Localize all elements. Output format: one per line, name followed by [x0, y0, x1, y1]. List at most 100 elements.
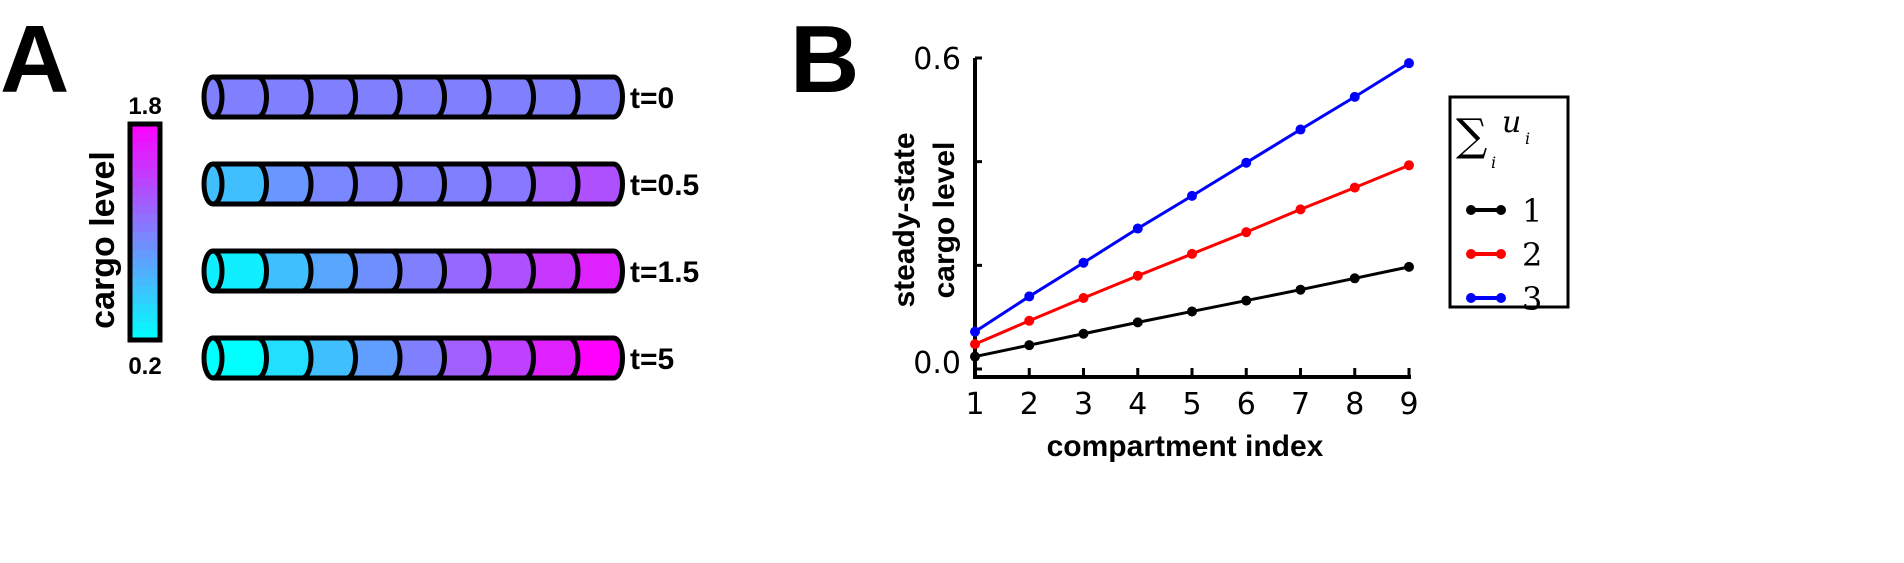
colorbar-frame: [127, 121, 163, 343]
colorbar-stripe: [130, 304, 160, 314]
compartment-segment: [299, 74, 358, 120]
legend-entry: 1: [1466, 192, 1542, 230]
y-axis-label-line1: steady-state: [888, 132, 921, 307]
data-point: [1024, 315, 1035, 326]
compartment-segment: [344, 74, 403, 120]
x-tick-label: 3: [1074, 387, 1093, 422]
data-point: [1187, 248, 1197, 259]
compartment-segment: [344, 248, 403, 294]
data-point: [1241, 157, 1252, 168]
legend: ∑ i u i 123: [1448, 95, 1570, 318]
time-label: t=0: [630, 82, 674, 115]
compartment-segment: [477, 248, 536, 294]
legend-title-sub: i: [1491, 153, 1496, 172]
colorbar-stripe: [130, 133, 160, 143]
y-axis-label-line2: cargo level: [928, 142, 961, 299]
data-point: [1187, 306, 1197, 317]
compartment-segment: [255, 74, 314, 120]
tube-end: [201, 161, 225, 207]
colorbar-title: cargo level: [84, 151, 122, 329]
compartment-segment: [566, 161, 625, 207]
data-point: [970, 351, 980, 362]
series-1: [970, 261, 1414, 362]
x-tick-label: 1: [965, 387, 984, 422]
legend-title-sum: ∑: [1456, 110, 1487, 161]
data-point: [1187, 190, 1197, 201]
data-point: [1241, 227, 1252, 238]
compartment-segment: [477, 161, 536, 207]
compartment-segment: [522, 248, 581, 294]
compartment-segment: [433, 335, 492, 381]
tube-row: t=0: [201, 74, 674, 120]
tube-end: [201, 248, 225, 294]
compartment-segment: [344, 335, 403, 381]
legend-marker: [1496, 293, 1506, 303]
compartment-segment: [522, 161, 581, 207]
time-label: t=1.5: [630, 256, 699, 289]
compartment-segment: [299, 335, 358, 381]
compartment-segment: [433, 161, 492, 207]
colorbar-stripe: [130, 124, 160, 134]
x-tick-label: 9: [1399, 387, 1418, 422]
colorbar-stripe: [130, 277, 160, 287]
panel-a-label: A: [0, 6, 69, 113]
compartment-segment: [477, 335, 536, 381]
compartment-segment: [299, 248, 358, 294]
data-point: [1078, 328, 1089, 339]
data-point: [1241, 295, 1252, 306]
data-point: [1024, 291, 1035, 302]
legend-title-var-sub: i: [1525, 129, 1530, 148]
legend-marker: [1466, 293, 1476, 303]
compartment-segment: [433, 74, 492, 120]
data-point: [1132, 223, 1143, 234]
legend-marker: [1466, 205, 1476, 215]
compartment-segment: [299, 161, 358, 207]
compartment-segment: [210, 335, 269, 381]
colorbar-stripe: [130, 313, 160, 323]
legend-box: [1448, 95, 1570, 309]
compartment-segment: [388, 74, 447, 120]
y-tick-label: 0.6: [913, 42, 961, 77]
colorbar-stripe: [130, 322, 160, 332]
data-point: [1132, 270, 1143, 281]
compartment-segment: [344, 161, 403, 207]
compartment-segment: [388, 335, 447, 381]
compartment-segment: [210, 248, 269, 294]
data-point: [970, 326, 980, 337]
tube-row: t=1.5: [201, 248, 699, 294]
colorbar-stripe: [130, 223, 160, 233]
compartment-segment: [210, 161, 269, 207]
colorbar-stripe: [130, 331, 160, 341]
x-axis-label: compartment index: [1047, 430, 1324, 463]
colorbar-stripe: [130, 268, 160, 278]
colorbar-stripe: [130, 214, 160, 224]
legend-label: 2: [1522, 236, 1542, 274]
data-point: [1024, 340, 1035, 351]
data-point: [1295, 124, 1306, 135]
data-point: [1404, 160, 1414, 171]
x-tick-label: 5: [1182, 387, 1201, 422]
colorbar-stripe: [130, 142, 160, 152]
colorbar-stripe: [130, 250, 160, 260]
colorbar-stripe: [130, 205, 160, 215]
legend-marker: [1496, 249, 1506, 259]
colorbar-stripe: [130, 295, 160, 305]
colorbar-stripe: [130, 259, 160, 269]
colorbar-stripe: [130, 160, 160, 170]
plot-series: [970, 58, 1414, 362]
data-point: [1295, 284, 1306, 295]
x-tick-label: 8: [1345, 387, 1364, 422]
data-point: [1404, 58, 1414, 69]
colorbar-max-label: 1.8: [128, 93, 161, 120]
legend-entry: 2: [1466, 236, 1542, 274]
compartment-segment: [566, 74, 625, 120]
compartment-segment: [388, 161, 447, 207]
data-point: [1132, 317, 1143, 328]
compartment-segment: [255, 161, 314, 207]
time-label: t=0.5: [630, 169, 699, 202]
legend-marker: [1496, 205, 1506, 215]
compartment-segment: [433, 248, 492, 294]
data-point: [1349, 91, 1360, 102]
